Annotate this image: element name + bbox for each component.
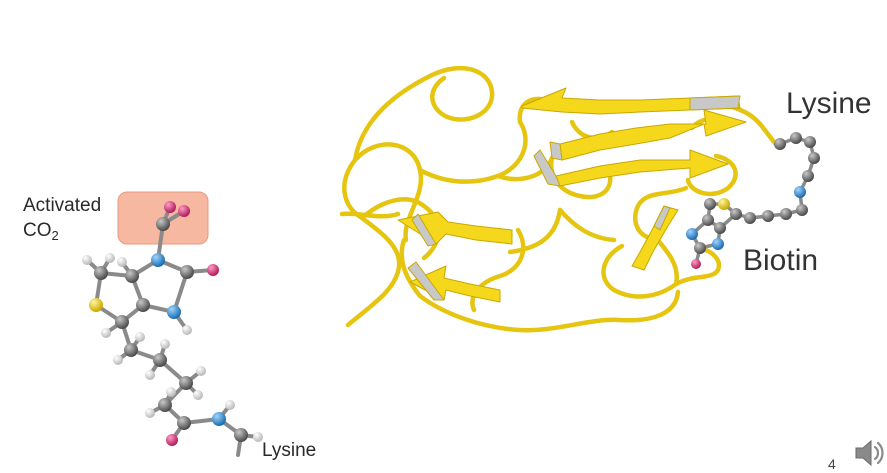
page-number: 4	[828, 456, 836, 472]
co2-oxygen-atom	[178, 205, 190, 217]
co2-carbon-atom	[156, 217, 170, 231]
lysine-biotin-arm	[686, 132, 820, 269]
carboxybiotin-molecule	[82, 191, 263, 457]
protein-ribbon-structure	[339, 65, 820, 333]
protein-coil	[339, 65, 783, 333]
nitrogen-atom	[686, 228, 698, 240]
nitrogen-atom	[167, 305, 181, 319]
co2-label: CO2	[23, 220, 59, 246]
co2-base-text: CO	[23, 220, 52, 241]
beta-sheets	[397, 87, 747, 303]
oxygen-atom	[166, 434, 178, 446]
lysine-nitrogen-atom	[212, 412, 226, 426]
oxygen-atom	[207, 264, 219, 276]
lysine-label-large: Lysine	[786, 87, 872, 120]
speaker-icon[interactable]	[852, 436, 886, 470]
nitrogen-atom	[712, 238, 724, 250]
activated-co2-label: Activated	[23, 195, 101, 216]
oxygen-atom	[691, 259, 701, 269]
biotin-label: Biotin	[743, 244, 819, 277]
lysine-nitrogen-atom	[794, 186, 806, 198]
lysine-label-small: Lysine	[262, 440, 317, 461]
sulfur-atom	[89, 298, 103, 312]
co2-subscript-text: 2	[51, 228, 59, 243]
activated-label-text: Activated	[23, 195, 102, 216]
nitrogen-atom	[151, 253, 165, 267]
molecule-atoms	[82, 201, 263, 446]
sulfur-atom	[718, 198, 730, 210]
co2-oxygen-atom	[164, 201, 176, 213]
